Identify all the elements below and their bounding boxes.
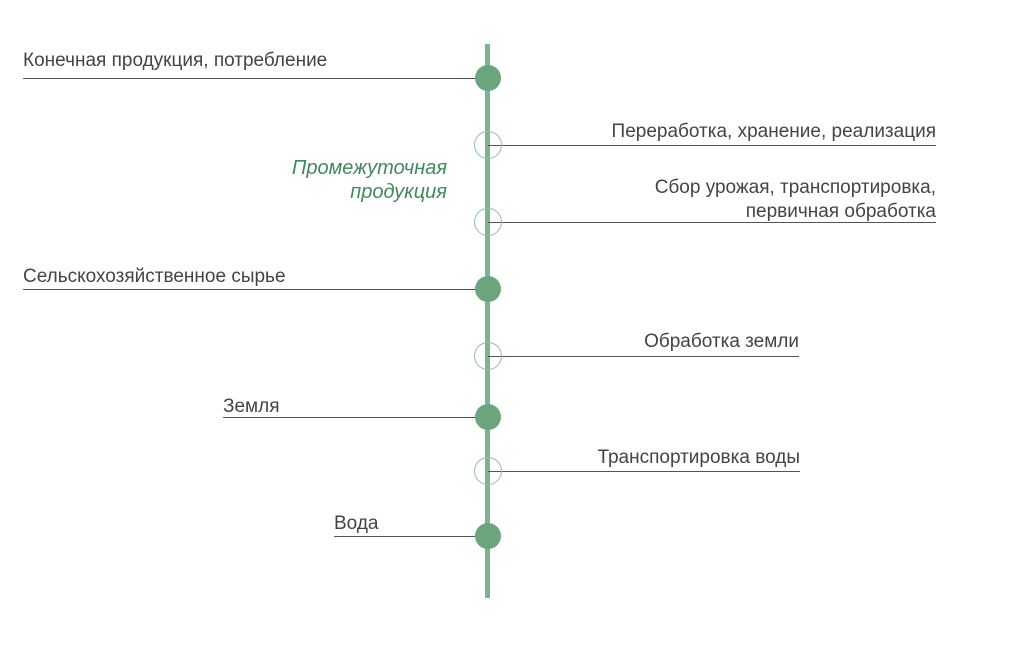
- label-harvest-line-1: Сбор урожая, транспортировка,: [654, 177, 936, 198]
- intermediate-line-2: продукция: [350, 181, 447, 203]
- node-processing: [474, 131, 502, 159]
- node-water: [475, 523, 501, 549]
- node-water-transport: [474, 457, 502, 485]
- rule-land: [223, 417, 488, 418]
- label-final-product: Конечная продукция, потребление: [23, 50, 328, 71]
- rule-raw-material: [23, 289, 488, 290]
- label-harvest-line-2: первичная обработка: [745, 201, 936, 222]
- node-land: [475, 404, 501, 430]
- vertical-axis: [485, 44, 490, 598]
- intermediate-product-title: Промежуточная продукция: [246, 156, 447, 204]
- rule-processing: [488, 145, 936, 146]
- label-raw-material: Сельскохозяйственное сырье: [23, 266, 286, 287]
- node-final-product: [475, 65, 501, 91]
- rule-harvest: [488, 222, 936, 223]
- label-harvest: Сбор урожая, транспортировка, первичная …: [540, 176, 936, 224]
- label-water-transport: Транспортировка воды: [597, 447, 800, 468]
- rule-final-product: [23, 78, 488, 79]
- label-water: Вода: [334, 513, 379, 534]
- rule-water: [334, 536, 488, 537]
- rule-tillage: [488, 356, 799, 357]
- node-tillage: [474, 342, 502, 370]
- intermediate-line-1: Промежуточная: [291, 157, 447, 179]
- node-harvest: [474, 208, 502, 236]
- label-processing: Переработка, хранение, реализация: [611, 121, 936, 142]
- label-tillage: Обработка земли: [644, 331, 799, 352]
- node-raw-material: [475, 276, 501, 302]
- label-land: Земля: [223, 396, 280, 417]
- rule-water-transport: [488, 471, 800, 472]
